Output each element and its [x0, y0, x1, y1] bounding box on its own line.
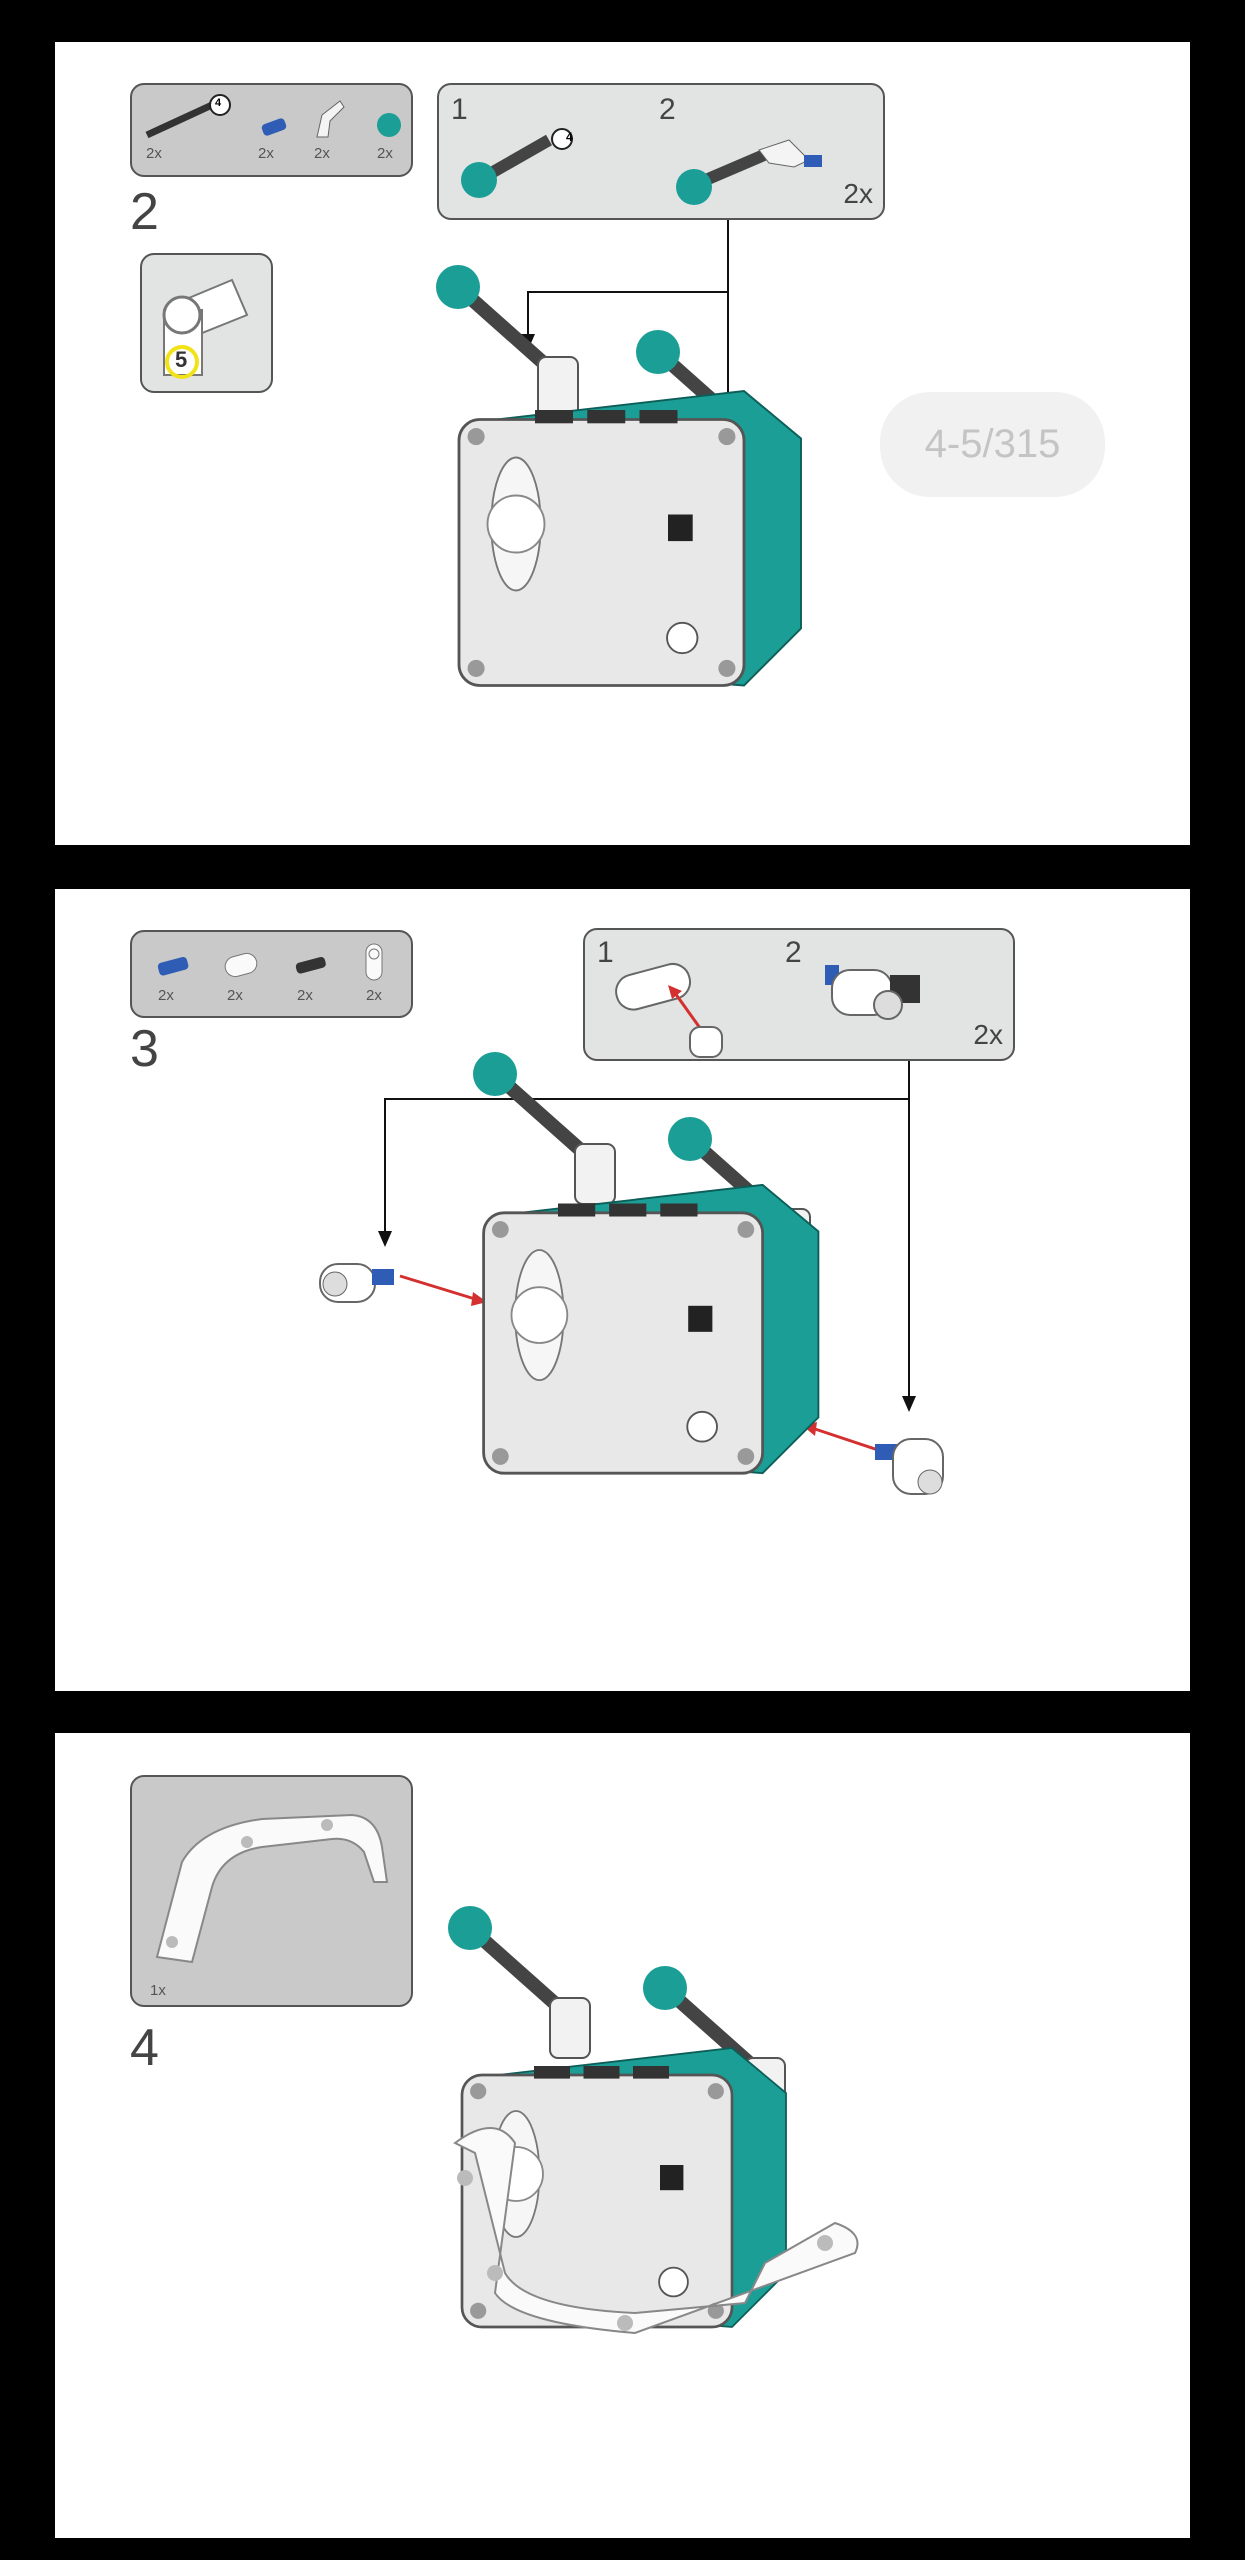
parts-list: 1x	[130, 1775, 413, 2007]
part-qty: 2x	[146, 145, 162, 162]
blue-pin-part-icon	[261, 118, 287, 136]
substep-number: 2	[785, 936, 802, 969]
angle-connector-part-icon	[316, 100, 345, 138]
step-number: 2	[130, 183, 159, 241]
page-indicator: 4-5/315	[880, 392, 1105, 497]
step-number: 4	[130, 2019, 159, 2077]
beam-connector-icon	[615, 962, 723, 1058]
multiplier-label: 2x	[843, 178, 873, 209]
instruction-panel-step-3: 2x 2x 2x 2x 3 1 2 2x	[55, 889, 1190, 1691]
part-qty: 2x	[314, 145, 330, 162]
instruction-panel-step-2: 4 2x 2x 2x 2x 2 5 1 2 4 2x 4-5/315	[55, 42, 1190, 845]
substep-number: 1	[451, 93, 468, 126]
step-number: 3	[130, 1020, 159, 1078]
part-qty: 2x	[227, 987, 243, 1004]
substep-number: 1	[597, 936, 614, 969]
part-qty: 2x	[377, 145, 393, 162]
handle-part-icon	[155, 1813, 389, 1964]
angle-connector-detail-icon	[162, 278, 249, 379]
multiplier-label: 2x	[973, 1019, 1003, 1050]
substep-box: 1 2 2x	[583, 928, 1015, 1061]
part-qty: 1x	[150, 1982, 166, 1999]
black-pin-part-icon	[295, 956, 326, 974]
instruction-panel-step-4: 1x 4	[55, 1733, 1190, 2538]
left-connector-illustration	[319, 1263, 394, 1303]
hub-with-handle-illustration	[435, 1913, 859, 2335]
connector-part-icon	[365, 943, 383, 981]
callout-box: 5	[140, 253, 273, 393]
assembled-connector-icon	[825, 965, 920, 1020]
callout-number: 5	[175, 347, 188, 372]
substep-number: 2	[659, 93, 676, 126]
parts-list: 4 2x 2x 2x 2x	[130, 83, 413, 177]
part-qty: 2x	[297, 987, 313, 1004]
axle-length-label: 4	[215, 97, 222, 109]
axle-length-label: 4	[566, 130, 573, 144]
hub-assembly-illustration	[440, 277, 803, 687]
blue-pin-part-icon	[157, 956, 189, 976]
axle-part-icon	[145, 94, 231, 139]
teal-ball-part-icon	[377, 113, 401, 137]
ball-axle-connector-icon	[676, 139, 822, 205]
hub-assembly-illustration	[465, 1064, 820, 1475]
right-connector-illustration	[875, 1438, 944, 1495]
part-qty: 2x	[258, 145, 274, 162]
part-qty: 2x	[366, 987, 382, 1004]
beam-part-icon	[224, 952, 258, 978]
substep-box: 1 2 4 2x	[437, 83, 885, 220]
part-qty: 2x	[158, 987, 174, 1004]
parts-list: 2x 2x 2x 2x	[130, 930, 413, 1018]
ball-axle-icon	[461, 128, 573, 198]
